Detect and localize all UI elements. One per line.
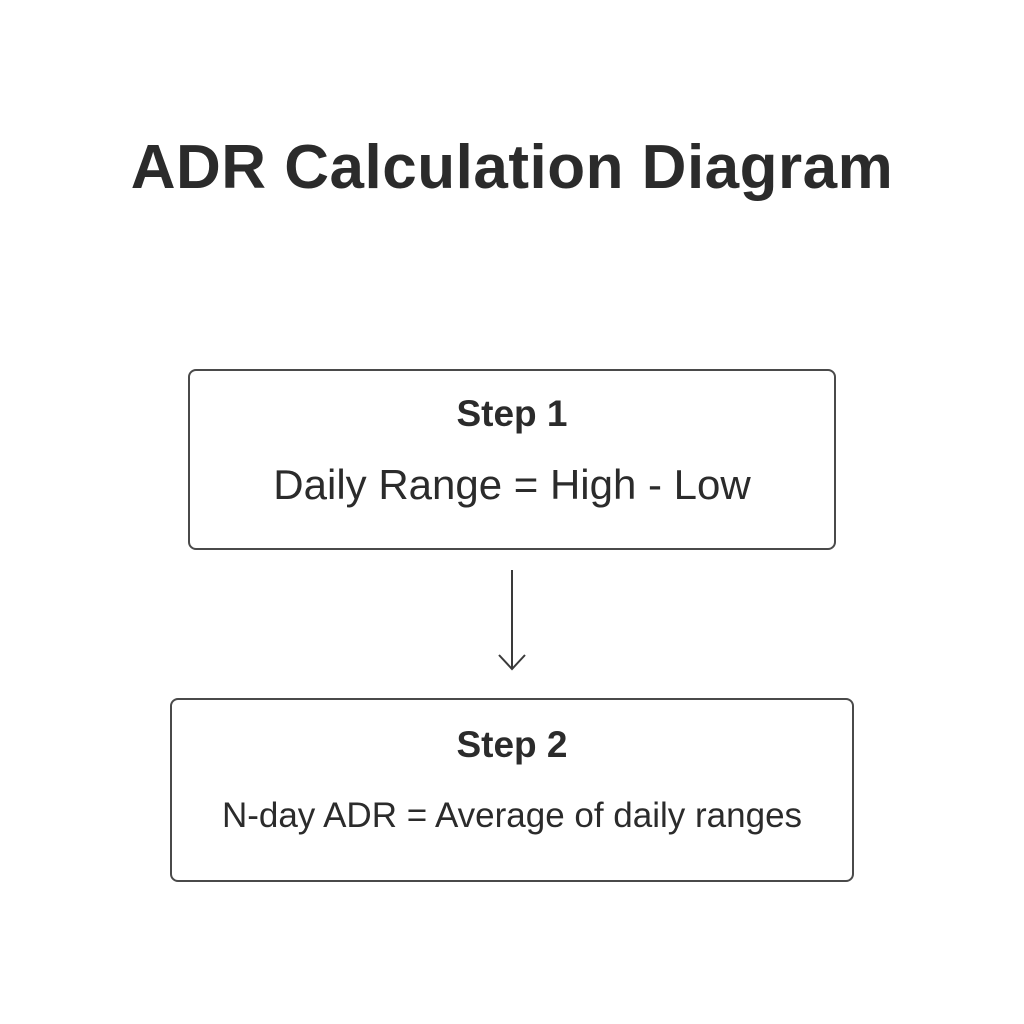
step-2-box: Step 2 N-day ADR = Average of daily rang… [170,698,854,882]
arrow-down-icon [498,570,526,671]
step-1-heading: Step 1 [456,393,568,434]
diagram-title: ADR Calculation Diagram [130,133,894,202]
step-1-formula: Daily Range = High - Low [273,461,751,508]
step-2-heading: Step 2 [456,724,568,765]
step-1-box: Step 1 Daily Range = High - Low [188,369,836,550]
step-2-formula: N-day ADR = Average of daily ranges [221,796,803,835]
